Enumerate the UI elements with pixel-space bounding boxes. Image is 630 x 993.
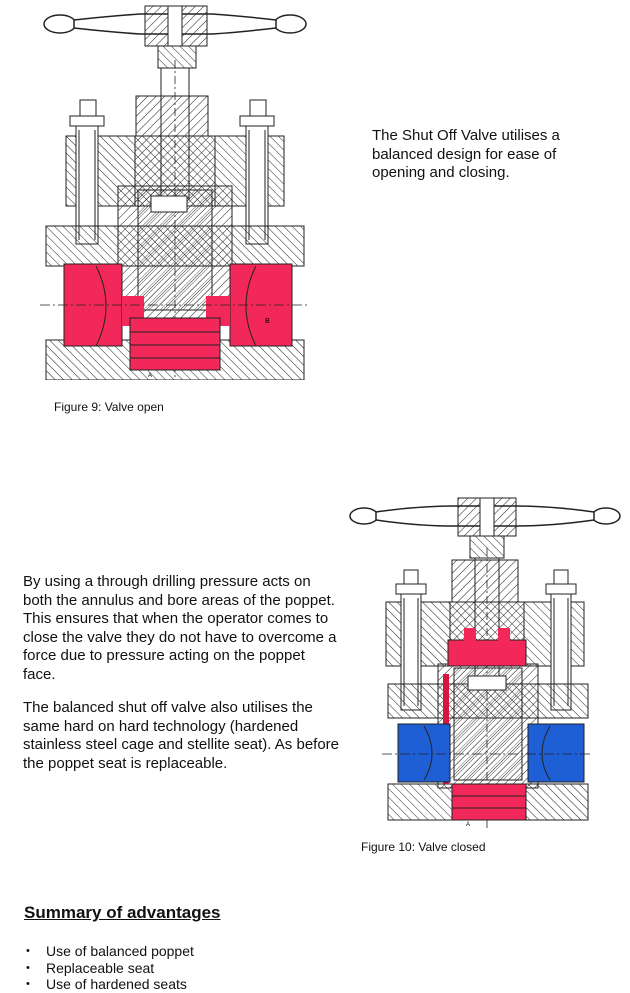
- list-item: Replaceable seat: [22, 960, 194, 977]
- list-item: Use of hardened seats: [22, 976, 194, 993]
- bolt-right: [239, 99, 275, 245]
- figure-9-caption: Figure 9: Valve open: [54, 400, 164, 414]
- valve-open-drawing: B A: [40, 5, 310, 380]
- port-label-a: A: [148, 373, 152, 379]
- port-label-b: B: [265, 318, 270, 325]
- bolt-left: [69, 99, 105, 245]
- valve-closed-drawing: A: [349, 497, 621, 828]
- handle-bar: [349, 497, 621, 537]
- figure-9-valve-open: B A: [40, 0, 310, 380]
- paragraph-balanced-drilling: By using a through drilling pressure act…: [23, 573, 337, 683]
- paragraph-hard-on-hard: The balanced shut off valve also utilise…: [23, 699, 340, 772]
- figure-10-caption: Figure 10: Valve closed: [361, 840, 486, 854]
- handle-bar: [43, 5, 307, 47]
- balanced-pressure-path: [443, 628, 527, 821]
- figure-10-valve-closed: A: [342, 488, 624, 828]
- intro-text: The Shut Off Valve utilises a balanced d…: [372, 127, 560, 181]
- outlet-flow-area: [397, 723, 585, 783]
- list-item: Use of balanced poppet: [22, 943, 194, 960]
- summary-list: Use of balanced poppet Replaceable seat …: [22, 943, 194, 993]
- port-label-a: A: [466, 822, 470, 828]
- summary-heading: Summary of advantages: [24, 903, 221, 922]
